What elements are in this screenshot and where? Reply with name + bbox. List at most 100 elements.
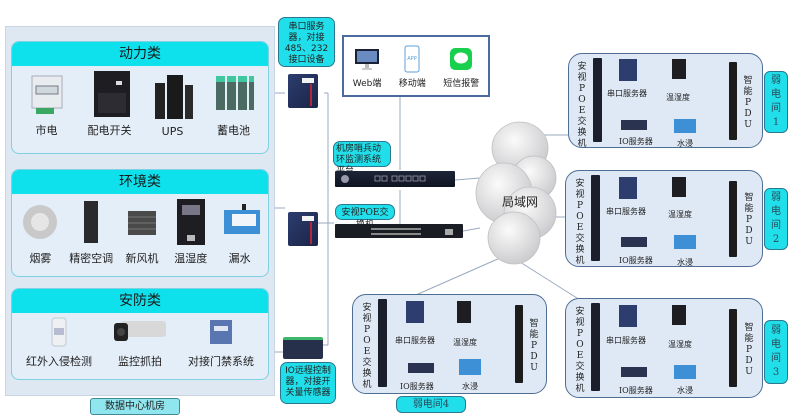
serial-server-icon	[406, 301, 424, 323]
poe-switch-icon	[591, 303, 600, 391]
smoke-detector-icon	[20, 198, 60, 246]
switch-label: 安视POE交换机	[577, 62, 587, 149]
pdu-icon	[729, 62, 737, 140]
tag-char: 电	[771, 89, 781, 100]
weak-room-2-tag: 弱 电 间 2	[764, 188, 788, 250]
battery-icon	[214, 70, 254, 118]
access-control-icon	[201, 315, 241, 349]
data-center-room: 动力类 市电 配电开关 UPS	[5, 26, 275, 396]
weak-room-2: 安视POE交换机 串口服务器 温湿度 IO服务器 水浸 智能PDU	[565, 170, 763, 267]
temp-humidity-label: 温湿度	[668, 340, 692, 349]
serial-server-icon	[619, 177, 637, 199]
item-infrared[interactable]: 红外入侵检测	[26, 315, 92, 369]
item-precision-ac[interactable]: 精密空调	[69, 198, 113, 266]
weak-room-1: 安视POE交换机 串口服务器 温湿度 IO服务器 水浸 智能PDU	[568, 53, 763, 149]
pdu-label: 智能PDU	[744, 193, 754, 247]
data-center-room-label: 数据中心机房	[90, 398, 180, 415]
client-web[interactable]: Web端	[353, 46, 381, 89]
item-water-leak[interactable]: 漏水	[220, 198, 260, 266]
pdu-icon	[515, 305, 523, 383]
io-server-icon	[621, 237, 647, 247]
fresh-air-unit-icon	[122, 198, 162, 246]
weak-room-3-tag: 弱 电 间 3	[764, 320, 788, 384]
poe-switch-icon	[378, 299, 387, 387]
io-controller-callout: IO远程控制器，对接开关量传感器	[280, 362, 336, 404]
tag-char: 弱	[771, 325, 781, 336]
pdu-label: 智能PDU	[744, 323, 754, 377]
water-sensor-icon	[674, 365, 696, 379]
tag-char: 弱	[771, 192, 781, 203]
water-sensor-label: 水浸	[677, 386, 693, 395]
group-security: 安防类 红外入侵检测 监控抓拍 对接门禁系统	[11, 288, 269, 380]
client-mobile[interactable]: APP 移动端	[399, 45, 426, 89]
temp-humidity-label: 温湿度	[668, 210, 692, 219]
client-sms[interactable]: 短信报警	[443, 46, 479, 89]
item-fresh-air[interactable]: 新风机	[122, 198, 162, 266]
tag-char: 3	[772, 367, 780, 378]
item-temp-humidity[interactable]: 温湿度	[171, 198, 211, 266]
line-platform-cloud	[454, 177, 481, 181]
lan-cloud-label: 局域网	[501, 195, 538, 209]
io-server-icon	[621, 120, 647, 130]
sms-message-icon	[449, 46, 473, 72]
serial-server-label: 串口服务器	[607, 89, 647, 98]
poe-switch-icon	[593, 58, 602, 142]
electric-meter-icon	[27, 70, 67, 118]
temp-humidity-icon	[672, 59, 686, 79]
io-server-label: IO服务器	[619, 386, 653, 395]
monitor-icon	[353, 46, 381, 72]
pdu-icon	[729, 309, 737, 387]
tag-char: 间	[771, 353, 781, 364]
water-sensor-label: 水浸	[677, 139, 693, 148]
tag-char: 弱	[771, 75, 781, 86]
weak-room-4: 安视POE交换机 串口服务器 温湿度 IO服务器 水浸 智能PDU	[352, 294, 547, 394]
item-power-cabinet[interactable]: 配电开关	[88, 70, 132, 138]
item-battery[interactable]: 蓄电池	[214, 70, 254, 138]
tag-char: 2	[772, 234, 780, 245]
item-electric-meter[interactable]: 市电	[27, 70, 67, 138]
mobile-app-icon: APP	[403, 45, 421, 73]
weak-room-3: 安视POE交换机 串口服务器 温湿度 IO服务器 水浸 智能PDU	[565, 298, 763, 398]
io-server-icon	[621, 367, 647, 377]
poe-switch-callout: 安视POE交换机	[335, 204, 395, 230]
weak-room-4-tag: 弱电间4	[396, 396, 466, 413]
water-leak-sensor-icon	[220, 198, 260, 246]
temp-humidity-label: 温湿度	[666, 93, 690, 102]
ups-icon	[153, 73, 193, 121]
io-server-label: IO服务器	[400, 382, 434, 391]
water-sensor-icon	[459, 359, 481, 375]
water-sensor-icon	[674, 119, 696, 133]
temp-humidity-icon	[457, 301, 471, 323]
temp-humidity-label: 温湿度	[453, 338, 477, 347]
water-sensor-icon	[674, 235, 696, 249]
serial-server-label: 串口服务器	[606, 207, 646, 216]
pdu-label: 智能PDU	[743, 76, 753, 130]
item-ups[interactable]: UPS	[153, 73, 193, 138]
io-server-icon	[408, 363, 434, 373]
io-server-label: IO服务器	[619, 256, 653, 265]
item-smoke[interactable]: 烟雾	[20, 198, 60, 266]
item-camera[interactable]: 监控抓拍	[112, 315, 168, 369]
item-access-control[interactable]: 对接门禁系统	[188, 315, 254, 369]
group-title-power: 动力类	[12, 42, 268, 66]
pdu-label: 智能PDU	[529, 319, 539, 373]
serial-server-callout: 串口服务器，对接485、232接口设备	[278, 17, 335, 67]
poe-switch-device	[335, 224, 463, 238]
group-title-security: 安防类	[12, 289, 268, 313]
temp-humidity-icon	[672, 177, 686, 197]
water-sensor-label: 水浸	[462, 382, 478, 391]
tag-char: 间	[771, 220, 781, 231]
serial-server-label: 串口服务器	[606, 336, 646, 345]
svg-text:APP: APP	[408, 56, 417, 62]
temp-humidity-sensor-icon	[171, 198, 211, 246]
camera-icon	[112, 315, 168, 349]
tag-char: 间	[771, 103, 781, 114]
infrared-detector-icon	[39, 315, 79, 349]
io-server-label: IO服务器	[619, 137, 653, 146]
platform-callout: 机房哨兵动环监测系统平台	[333, 141, 391, 176]
serial-server-icon	[619, 305, 637, 327]
client-sms-label: 短信报警	[443, 79, 480, 89]
water-sensor-label: 水浸	[677, 258, 693, 267]
serial-server-label: 串口服务器	[395, 336, 435, 345]
lan-cloud-icon	[475, 121, 557, 265]
